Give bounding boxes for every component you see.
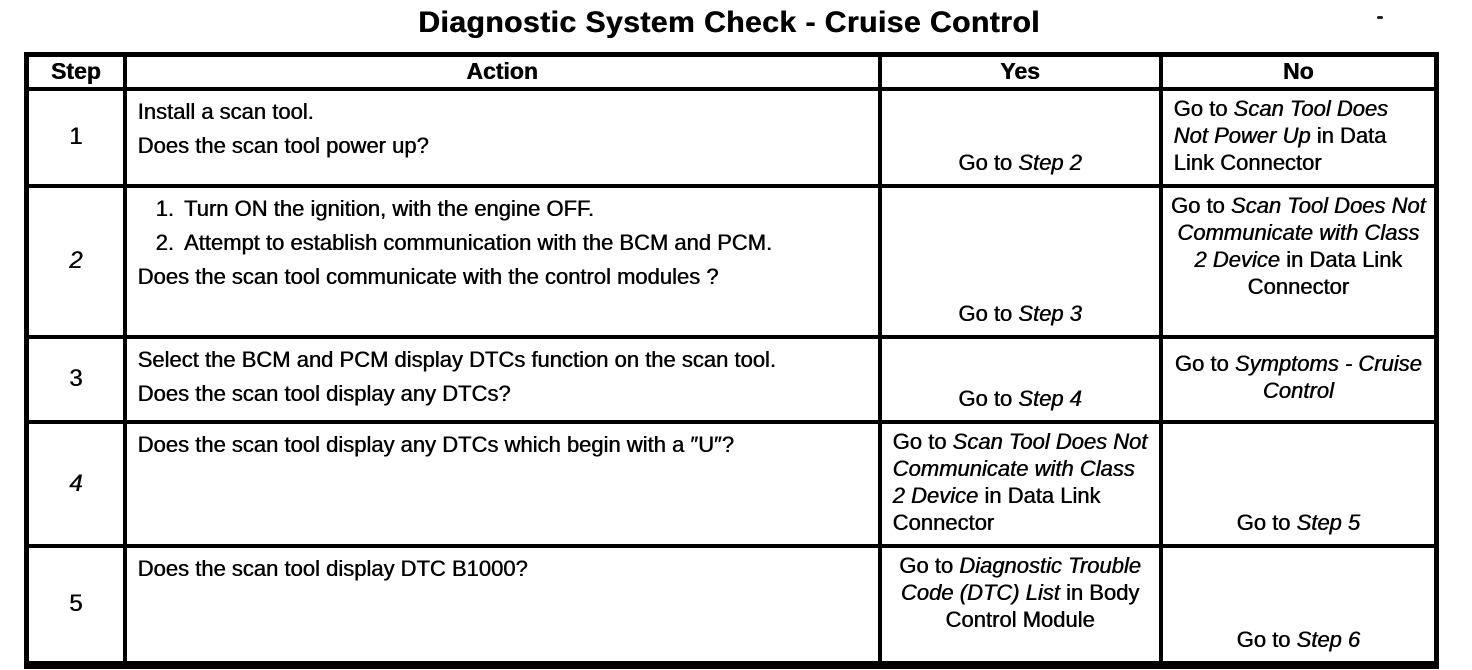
list-item-text: Attempt to establish communication with … <box>183 229 772 255</box>
column-header-no: No <box>1158 52 1439 91</box>
go-to-reference: Go to Scan Tool Does Not Communicate wit… <box>1170 192 1426 299</box>
go-to-reference: Go to Symptoms - Cruise Control <box>1174 351 1422 403</box>
go-to-reference: Go to Step 2 <box>958 149 1082 175</box>
table-row: 5 Does the scan tool display DTC B1000? Go… <box>24 543 1439 667</box>
action-cell: Does the scan tool display DTC B1000? <box>122 543 882 667</box>
go-to-reference: Go to Step 4 <box>958 385 1082 411</box>
table-body: 1 Install a scan tool. Does the scan tool … <box>24 86 1439 667</box>
no-cell: Go to Symptoms - Cruise Control <box>1158 334 1439 424</box>
action-line: Does the scan tool display any DTCs? <box>137 380 511 406</box>
action-line: Select the BCM and PCM display DTCs func… <box>137 346 776 372</box>
action-numbered-item: 2. Attempt to establish communication wit… <box>138 229 870 256</box>
table-row: 3 Select the BCM and PCM display DTCs fun… <box>24 334 1439 424</box>
action-line: Does the scan tool communicate with the … <box>137 263 719 289</box>
column-header-step: Step <box>24 52 127 91</box>
go-to-reference: Go to Step 5 <box>1236 509 1361 535</box>
yes-cell: Go to Diagnostic Trouble Code (DTC) List… <box>877 543 1163 667</box>
go-to-reference: Go to Diagnostic Trouble Code (DTC) List… <box>899 552 1141 632</box>
action-line: Does the scan tool power up? <box>137 132 429 158</box>
action-cell: Select the BCM and PCM display DTCs func… <box>122 334 882 424</box>
yes-cell: Go to Step 2 <box>877 86 1163 188</box>
step-number-cell: 3 <box>24 334 127 424</box>
go-to-reference: Go to Scan Tool Does Not Power Up in Dat… <box>1173 95 1388 175</box>
table-row: 4 Does the scan tool display any DTCs whi… <box>24 419 1439 548</box>
column-header-yes: Yes <box>877 52 1163 91</box>
step-number-cell: 4 <box>24 419 127 548</box>
action-line: Does the scan tool display any DTCs whic… <box>137 431 734 457</box>
no-cell: Go to Step 6 <box>1158 543 1439 667</box>
go-to-reference: Go to Step 3 <box>958 300 1082 326</box>
action-line: Does the scan tool display DTC B1000? <box>137 555 528 581</box>
list-item-text: Turn ON the ignition, with the engine OF… <box>183 195 594 221</box>
table-row: 2 1. Turn ON the ignition, with the engine… <box>24 183 1439 339</box>
scan-speck-artifact <box>1377 16 1383 19</box>
no-cell: Go to Scan Tool Does Not Communicate wit… <box>1158 183 1439 339</box>
yes-cell: Go to Step 3 <box>877 183 1163 339</box>
header-row: Step Action Yes No <box>24 52 1439 91</box>
list-number: 2. <box>155 229 174 255</box>
page-title: Diagnostic System Check - Cruise Control <box>418 6 1040 39</box>
go-to-reference: Go to Scan Tool Does Not Communicate wit… <box>892 428 1148 535</box>
action-cell: Install a scan tool. Does the scan tool p… <box>122 86 882 188</box>
step-number-cell: 2 <box>24 183 127 339</box>
table-header: Step Action Yes No <box>24 52 1439 91</box>
table-row: 1 Install a scan tool. Does the scan tool … <box>24 86 1439 188</box>
step-number-cell: 5 <box>24 543 127 667</box>
no-cell: Go to Step 5 <box>1158 419 1439 548</box>
action-cell: 1. Turn ON the ignition, with the engine … <box>122 183 882 339</box>
action-cell: Does the scan tool display any DTCs whic… <box>122 419 882 548</box>
go-to-reference: Go to Step 6 <box>1236 626 1361 652</box>
action-line: Install a scan tool. <box>137 98 314 124</box>
no-cell: Go to Scan Tool Does Not Power Up in Dat… <box>1158 86 1439 188</box>
column-header-action: Action <box>122 52 882 91</box>
action-numbered-item: 1. Turn ON the ignition, with the engine … <box>138 195 870 222</box>
yes-cell: Go to Scan Tool Does Not Communicate wit… <box>877 419 1163 548</box>
yes-cell: Go to Step 4 <box>877 334 1163 424</box>
list-number: 1. <box>155 195 174 221</box>
step-number-cell: 1 <box>24 86 127 188</box>
